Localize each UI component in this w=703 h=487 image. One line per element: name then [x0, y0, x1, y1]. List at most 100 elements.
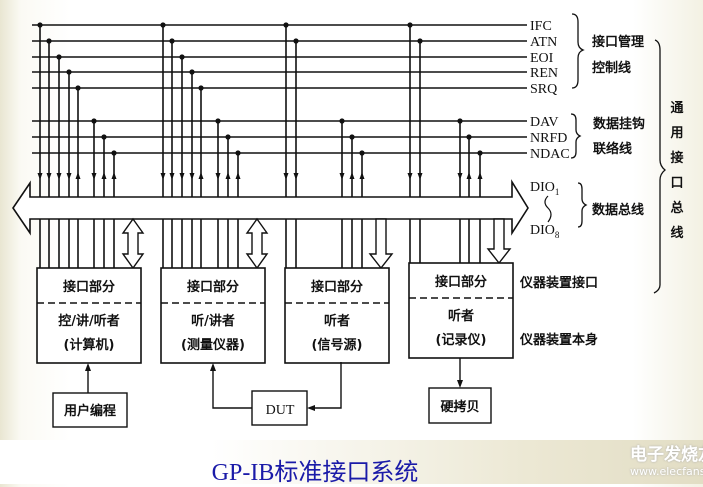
direction-arrow-icon — [407, 173, 413, 180]
direction-arrow-icon — [91, 173, 97, 180]
junction-dot — [457, 118, 463, 124]
junction-dot — [225, 134, 231, 140]
dut-label: DUT — [266, 403, 295, 418]
direction-arrow-icon — [111, 172, 117, 179]
direction-arrow-icon — [339, 173, 345, 180]
page-title: GP-IB标准接口系统 — [211, 460, 419, 486]
label-eoi: EOI — [530, 51, 554, 66]
device-name-label: (测量仪器) — [181, 337, 245, 353]
direction-arrow-icon — [293, 173, 299, 180]
junction-dot — [66, 69, 72, 75]
label-device-layer: 仪器装置本身 — [519, 332, 598, 348]
junction-dot — [283, 22, 289, 28]
general-bus-char: 用 — [669, 126, 683, 141]
junction-dot — [37, 22, 43, 28]
bidirectional-data-arrow — [121, 217, 145, 270]
junction-dot — [466, 134, 472, 140]
device-role-label: 听/讲者 — [191, 313, 235, 329]
direction-arrow-icon — [283, 173, 289, 180]
label-ndac: NDAC — [530, 147, 570, 162]
direction-arrow-icon — [66, 173, 72, 180]
arrow-head-icon — [457, 380, 463, 388]
junction-dot — [179, 54, 185, 60]
hardcopy-label: 硬拷贝 — [440, 399, 479, 415]
direction-arrow-icon — [169, 173, 175, 180]
direction-arrow-icon — [37, 173, 43, 180]
user-program-box — [52, 392, 128, 428]
label-handshake-1: 数据挂钩 — [593, 116, 645, 132]
brace-general — [653, 39, 667, 294]
device-name-label: (信号源) — [312, 337, 363, 353]
brace-handshake — [570, 113, 582, 159]
junction-dot — [417, 38, 423, 44]
device-name-label: (计算机) — [64, 337, 115, 353]
junction-dot — [91, 118, 97, 124]
junction-dot — [189, 69, 195, 75]
direction-arrow-icon — [349, 172, 355, 179]
direction-arrow-icon — [46, 173, 52, 180]
direction-arrow-icon — [215, 173, 221, 180]
interface-part-label: 接口部分 — [311, 279, 363, 295]
label-dav: DAV — [530, 115, 559, 130]
label-control-1: 接口管理 — [592, 34, 644, 50]
arrow-head-icon — [307, 405, 315, 411]
label-handshake-2: 联络线 — [593, 141, 632, 157]
bottom-band — [0, 440, 703, 484]
general-bus-char: 总 — [670, 200, 683, 216]
label-data-bus: 数据总线 — [592, 202, 644, 218]
general-bus-char: 接 — [670, 150, 683, 166]
junction-dot — [349, 134, 355, 140]
ellipsis-brace — [544, 195, 552, 223]
watermark-url: www.elecfans.com — [630, 465, 703, 478]
junction-dot — [477, 150, 483, 156]
junction-dot — [111, 150, 117, 156]
general-bus-char: 通 — [670, 100, 683, 116]
direction-arrow-icon — [477, 172, 483, 179]
label-dio1: DIO1 — [530, 180, 559, 197]
device-role-label: 控/讲/听者 — [58, 313, 120, 329]
direction-arrow-icon — [75, 172, 81, 179]
junction-dot — [160, 22, 166, 28]
device-role-label: 听者 — [324, 313, 350, 329]
arrow-head-icon — [210, 363, 216, 371]
junction-dot — [169, 38, 175, 44]
general-bus-char: 线 — [670, 225, 683, 241]
bidirectional-data-arrow — [245, 217, 269, 270]
direction-arrow-icon — [417, 173, 423, 180]
hardcopy-box — [428, 387, 492, 424]
interface-part-label: 接口部分 — [63, 279, 115, 295]
label-ren: REN — [530, 66, 558, 81]
junction-dot — [407, 22, 413, 28]
label-atn: ATN — [530, 35, 557, 50]
direction-arrow-icon — [235, 172, 241, 179]
dut-to-meter-connector — [212, 366, 252, 409]
junction-dot — [75, 85, 81, 91]
device-role-label: 听者 — [448, 308, 474, 324]
interface-part-label: 接口部分 — [187, 279, 239, 295]
direction-arrow-icon — [457, 173, 463, 180]
direction-arrow-icon — [359, 172, 365, 179]
label-ifc: IFC — [530, 19, 552, 34]
junction-dot — [235, 150, 241, 156]
watermark: 电子发烧友 www.elecfans.com — [590, 440, 703, 478]
watermark-brand: 电子发烧友 — [630, 445, 703, 465]
general-bus-char: 口 — [670, 176, 683, 191]
label-control-2: 控制线 — [592, 60, 631, 76]
direction-arrow-icon — [179, 173, 185, 180]
junction-dot — [293, 38, 299, 44]
label-nrfd: NRFD — [530, 131, 567, 146]
interface-part-label: 接口部分 — [435, 274, 487, 290]
label-dio8: DIO8 — [530, 223, 560, 240]
brace-data — [577, 182, 588, 228]
direction-arrow-icon — [56, 173, 62, 180]
direction-arrow-icon — [160, 173, 166, 180]
label-srq: SRQ — [530, 82, 557, 97]
direction-arrow-icon — [466, 172, 472, 179]
arrow-head-icon — [85, 363, 91, 371]
brace-control — [571, 13, 585, 89]
